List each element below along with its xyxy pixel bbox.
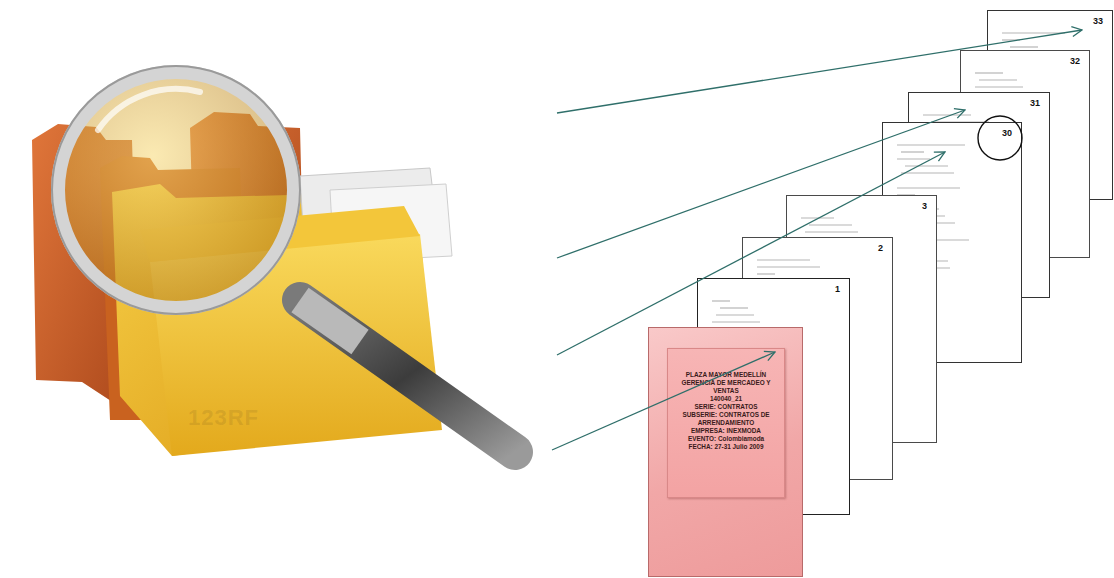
cover-label: FECHA: 27-31 Julio 2009 bbox=[672, 443, 780, 451]
cover-label: SUBSERIE: CONTRATOS DE ARRENDAMIENTO bbox=[672, 411, 780, 427]
watermark: 123RF bbox=[188, 405, 259, 431]
page-number: 31 bbox=[1030, 98, 1040, 108]
page-number: 3 bbox=[922, 201, 927, 211]
cover-label: EVENTO: Colombiamoda bbox=[672, 435, 780, 443]
label-panel: PLAZA MAYOR MEDELLÍNGERENCIA DE MERCADEO… bbox=[667, 348, 785, 498]
magnifying-glass bbox=[52, 66, 515, 452]
cover-label: EMPRESA: INEXMODA bbox=[672, 427, 780, 435]
cover-label: SERIE: CONTRATOS bbox=[672, 403, 780, 411]
page-number: 33 bbox=[1093, 16, 1103, 26]
cover-label: PLAZA MAYOR MEDELLÍN bbox=[672, 371, 780, 379]
cover-sheet: PLAZA MAYOR MEDELLÍNGERENCIA DE MERCADEO… bbox=[648, 327, 803, 577]
page-number: 32 bbox=[1070, 56, 1080, 66]
page-number: 1 bbox=[835, 284, 840, 294]
cover-label: GERENCIA DE MERCADEO Y VENTAS bbox=[672, 379, 780, 395]
cover-label: 140040_21 bbox=[672, 395, 780, 403]
page-number: 30 bbox=[1002, 128, 1012, 138]
page-number: 2 bbox=[878, 243, 883, 253]
